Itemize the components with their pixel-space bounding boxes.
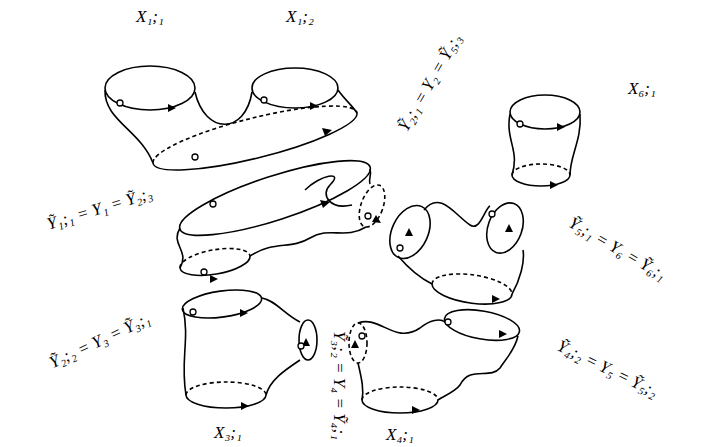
surface-label: Ỹ₃;₂ = Y₄ = Ỹ₄;₁	[332, 330, 349, 439]
surface-label: Ỹ₂;₂ = Y₃ = Ỹ₃;₁	[47, 309, 153, 371]
surface-label: Ỹ₂;₁ = Y₂ = Ỹ₅;₃	[395, 30, 464, 133]
surface-label: Ỹ₅;₁ = Y₆ = Ỹ₆;₁	[566, 213, 669, 282]
surface-label: Ỹ₄;₂ = Y₅ = Ỹ₅;₂	[555, 336, 661, 399]
surface-label: X₆;₁	[628, 80, 656, 97]
surface-label: X₄;₁	[386, 426, 414, 443]
surface-label: X₁;₂	[286, 8, 314, 25]
surface-label: X₃;₁	[214, 424, 242, 441]
surface-label: Ỹ₁;₁ = Y₁ = Ỹ₂;₃	[45, 184, 154, 232]
surface-label: X₁;₁	[136, 8, 164, 25]
